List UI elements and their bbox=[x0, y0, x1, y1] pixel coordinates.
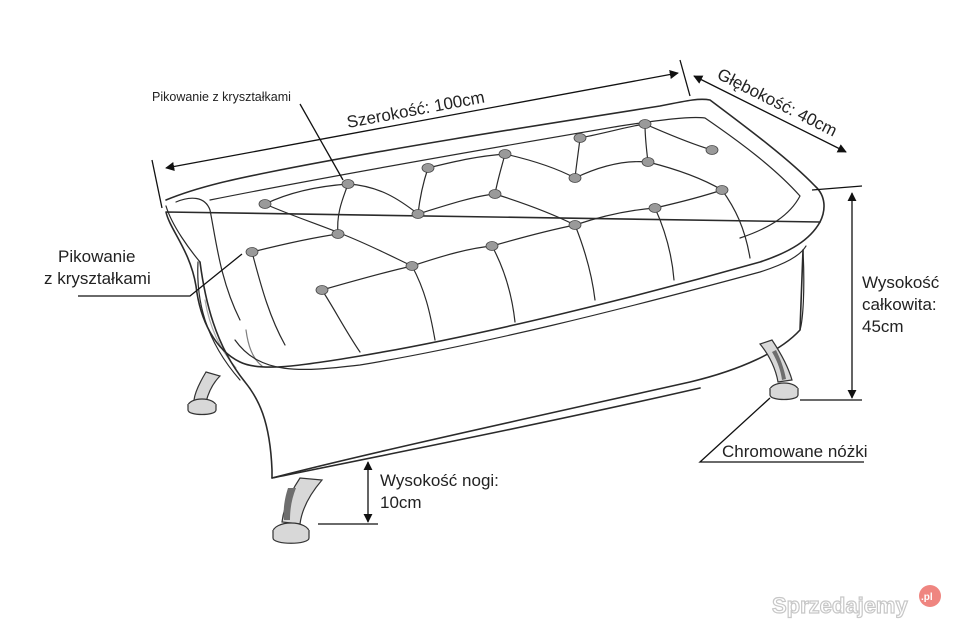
label-total-height-line1: Wysokość bbox=[862, 273, 940, 292]
watermark: Sprzedajemy .pl bbox=[771, 585, 941, 619]
bench-cushion bbox=[165, 98, 825, 368]
label-top-tufting: Pikowanie z kryształkami bbox=[152, 90, 291, 104]
dimension-leg-height bbox=[318, 461, 378, 525]
dimension-depth bbox=[693, 75, 847, 153]
leg-front-left bbox=[272, 477, 324, 544]
watermark-brand: Sprzedajemy bbox=[772, 593, 908, 618]
leg-front-right bbox=[758, 339, 799, 401]
watermark-badge bbox=[919, 585, 941, 607]
label-leg-height-line2: 10cm bbox=[380, 493, 422, 512]
leg-back-left bbox=[187, 371, 222, 416]
dimension-width bbox=[151, 59, 691, 209]
label-legs: Chromowane nóżki bbox=[722, 442, 868, 461]
crystal-buttons bbox=[245, 119, 729, 295]
label-left-tufting-line1: Pikowanie bbox=[58, 247, 136, 266]
chrome-legs bbox=[187, 339, 799, 544]
leader-lines bbox=[78, 103, 864, 463]
label-width: Szerokość: 100cm bbox=[345, 88, 486, 132]
label-total-height-line3: 45cm bbox=[862, 317, 904, 336]
label-depth: Głębokość: 40cm bbox=[714, 65, 840, 141]
watermark-tld: .pl bbox=[921, 592, 933, 603]
label-leg-height-line1: Wysokość nogi: bbox=[380, 471, 499, 490]
dimension-total-height bbox=[800, 185, 863, 401]
label-total-height-line2: całkowita: bbox=[862, 295, 937, 314]
label-left-tufting-line2: z kryształkami bbox=[44, 269, 151, 288]
bench-base bbox=[197, 245, 807, 479]
